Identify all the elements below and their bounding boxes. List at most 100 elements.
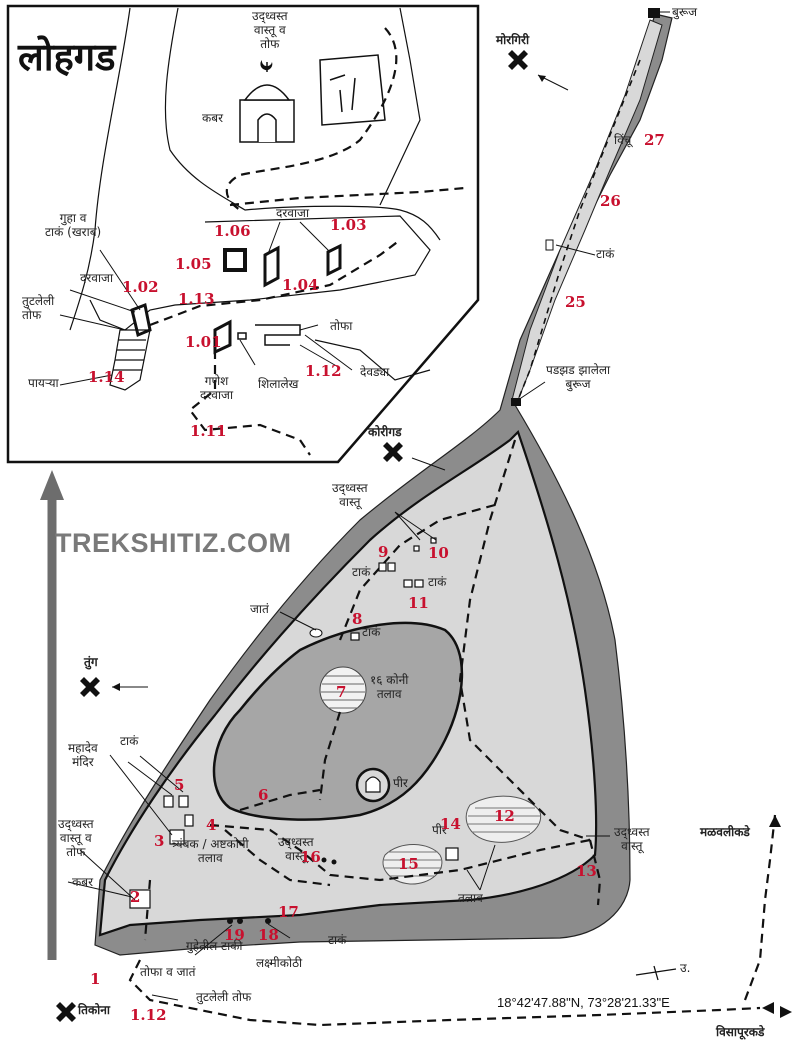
number-1-06: 1.06: [214, 222, 251, 240]
number-17: 17: [278, 903, 299, 921]
number-1-01: 1.01: [185, 333, 222, 351]
label-collapsed-buruj: पडझड झालेला बुरूज: [546, 363, 611, 392]
label-text: उद्ध्वस्त वास्तू व तोफ: [252, 9, 288, 51]
tomb-drawing: [239, 62, 295, 143]
direction-marker-korigad: [383, 442, 403, 462]
label-text: तुटलेली तोफ: [22, 294, 55, 322]
direction-marker-tung: [80, 677, 100, 697]
number-26: 26: [600, 192, 621, 210]
collapsed-bastion: [511, 398, 521, 406]
label-cannon-mill: तोफा व जातं: [140, 965, 196, 979]
label-inset-ruins-cannon: उद्ध्वस्त वास्तू व तोफ: [252, 9, 288, 51]
label-text: उद्ध्वस्त वास्तू: [278, 835, 314, 863]
number-25: 25: [565, 293, 586, 311]
number-8: 8: [352, 610, 363, 628]
label-broken-cannon-main: तुटलेली तोफ: [196, 990, 252, 1004]
number-2: 2: [130, 888, 141, 906]
inset-frame: [6, 4, 480, 464]
label-peer-main: पीर: [393, 776, 408, 790]
number-4: 4: [206, 816, 217, 834]
label-taka-8: टाकं: [362, 625, 381, 639]
label-ruins-13: उद्ध्वस्त वास्तू: [614, 825, 650, 854]
number-27: 27: [644, 131, 665, 149]
inner-hill: [212, 621, 464, 821]
inset-title: लोहगड: [18, 35, 116, 79]
label-jaat: जातं: [250, 602, 269, 616]
number-5: 5: [174, 776, 185, 794]
label-trimbak-lake: त्र्यंबक / अष्टकोनी तलाव: [172, 837, 249, 866]
label-text: महादेव मंदिर: [68, 741, 98, 769]
number-7: 7: [336, 683, 347, 701]
label-text: पडझड झालेला बुरूज: [546, 363, 611, 391]
number-1-11: 1.11: [190, 422, 227, 440]
label-lake-7: १६ कोनी तलाव: [370, 673, 409, 702]
label-korigad: कोरीगड: [368, 425, 402, 439]
label-text: उद्ध्वस्त वास्तू: [332, 481, 368, 509]
label-taka-5: टाकं: [120, 734, 139, 748]
number-13: 13: [576, 862, 597, 880]
label-inset-darwaja-top: दरवाजा: [276, 206, 310, 220]
direction-marker-morgiri: [508, 50, 528, 70]
label-inset-steps: पायऱ्या: [28, 376, 59, 390]
label-laxmi: लक्ष्मीकोठी: [256, 956, 303, 970]
watermark: TREKSHITIZ.COM: [55, 528, 292, 558]
label-vinchu: विंचू: [614, 133, 632, 147]
number-1: 1: [90, 970, 101, 988]
label-text: गणेश दरवाजा: [200, 374, 234, 402]
number-18: 18: [258, 926, 279, 944]
label-ruins-top: उद्ध्वस्त वास्तू: [332, 481, 368, 510]
label-text: त्र्यंबक / अष्टकोनी तलाव: [172, 837, 249, 865]
number-14: 14: [440, 815, 461, 833]
label-text: १६ कोनी तलाव: [370, 673, 409, 701]
label-inset-cannons: तोफा: [330, 319, 353, 333]
label-text: उद्ध्वस्त वास्तू व तोफ: [58, 817, 94, 859]
label-inset-darwaja-left: दरवाजा: [80, 271, 114, 285]
label-malavli: मळवलीकडे: [700, 825, 750, 839]
label-inset-broken-cannon: तुटलेली तोफ: [22, 294, 55, 323]
label-inset-ganesh-darwaja: गणेश दरवाजा: [200, 374, 234, 403]
label-taka-11: टाकं: [428, 575, 447, 589]
label-text: उद्ध्वस्त वास्तू: [614, 825, 650, 853]
label-taka-17: टाकं: [328, 933, 347, 947]
label-kabar-main: कबर: [72, 875, 93, 889]
label-taka-9: टाकं: [352, 565, 371, 579]
number-1-12-inset: 1.12: [305, 362, 342, 380]
number-1-04: 1.04: [282, 276, 319, 294]
label-inset-inscription: शिलालेख: [258, 377, 299, 391]
north-label: उ.: [680, 961, 691, 975]
coordinates: 18°42'47.88"N, 73°28'21.33"E: [497, 995, 670, 1010]
label-visapur: विसापूरकडे: [716, 1025, 765, 1039]
number-1-05: 1.05: [175, 255, 212, 273]
number-11: 11: [408, 594, 429, 612]
label-inset-cave-tank: गुहा व टाकं (खराब): [45, 211, 101, 240]
label-morgiri: मोरगिरी: [496, 33, 530, 47]
label-mahadev: महादेव मंदिर: [68, 741, 98, 770]
number-15: 15: [398, 855, 419, 873]
number-1-12-main: 1.12: [130, 1006, 167, 1024]
label-cave-tanks: गुहेतील टाकी: [186, 939, 243, 953]
number-6: 6: [258, 786, 269, 804]
number-12: 12: [494, 807, 515, 825]
lake-16-koni: [319, 666, 367, 714]
number-9: 9: [378, 543, 389, 561]
label-inset-tomb: कबर: [202, 111, 223, 125]
label-tung: तुंग: [84, 655, 98, 669]
label-tikona: तिकोना: [78, 1003, 111, 1017]
label-peer-14: पीर: [432, 823, 447, 837]
number-1-02: 1.02: [122, 278, 159, 296]
number-10: 10: [428, 544, 449, 562]
bastion-top: [648, 8, 660, 18]
label-taka-ridge: टाकं: [596, 247, 615, 261]
direction-marker-tikona: [56, 1002, 76, 1022]
label-buruj-top: बुरूज: [672, 5, 698, 19]
label-inset-shrines: देवड्या: [360, 365, 390, 379]
label-ruins-16: उद्ध्वस्त वास्तू: [278, 835, 314, 864]
number-16: 16: [300, 848, 321, 866]
number-1-14: 1.14: [88, 368, 125, 386]
number-1-03: 1.03: [330, 216, 367, 234]
number-1-13: 1.13: [178, 290, 215, 308]
label-talav: तलाव: [458, 891, 483, 905]
ridge-vinchu: [511, 19, 663, 401]
label-ruins-cannon-main: उद्ध्वस्त वास्तू व तोफ: [58, 817, 94, 859]
